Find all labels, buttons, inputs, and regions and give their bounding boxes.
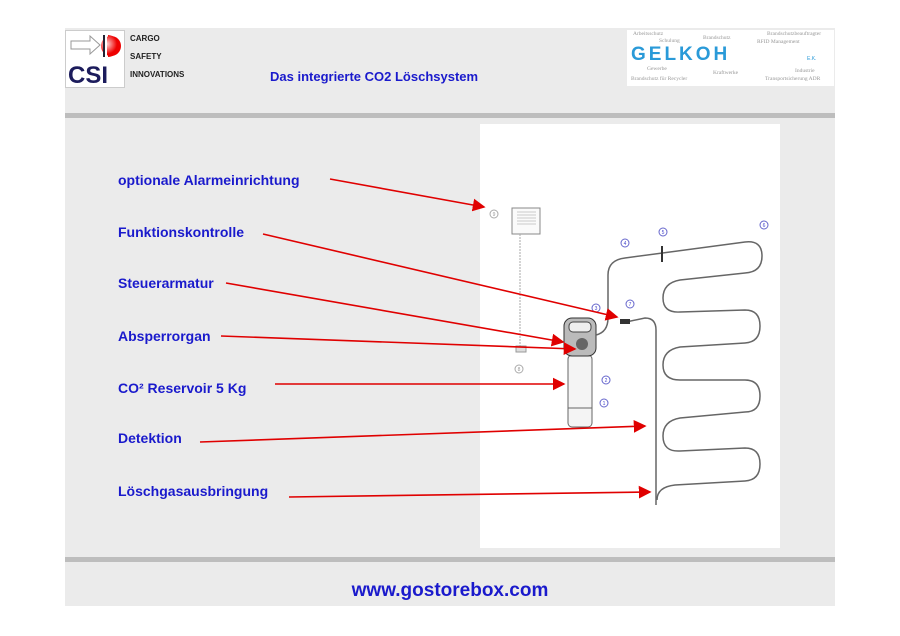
footer-band	[65, 562, 835, 606]
arrow-control-valve	[225, 282, 565, 347]
logo-line: SAFETY	[130, 52, 162, 61]
label-detection: Detektion	[118, 430, 182, 446]
svg-text:8: 8	[518, 367, 521, 373]
arrow-shutoff	[220, 335, 577, 355]
website-link[interactable]: www.gostorebox.com	[351, 580, 549, 601]
logo-line: CARGO	[130, 34, 160, 43]
arrow-alarm	[329, 178, 486, 212]
page-title: Das integrierte CO2 Löschsystem	[270, 69, 479, 84]
arrow-function-check	[262, 233, 619, 321]
label-shutoff: Absperrorgan	[118, 328, 211, 344]
svg-text:5: 5	[662, 230, 665, 236]
svg-text:2: 2	[605, 378, 608, 384]
svg-text:6: 6	[763, 223, 766, 229]
label-alarm: optionale Alarmeinrichtung	[118, 172, 300, 188]
svg-text:3: 3	[595, 306, 598, 312]
alarm-device-icon	[511, 207, 541, 353]
divider	[65, 557, 835, 562]
label-control-valve: Steuerarmatur	[118, 275, 214, 291]
label-gas-discharge: Löschgasausbringung	[118, 483, 269, 499]
svg-text:CSI: CSI	[68, 62, 108, 87]
arrow-gas-discharge	[288, 485, 652, 499]
svg-text:1: 1	[603, 401, 606, 407]
detection-tube	[595, 241, 763, 501]
svg-text:9: 9	[493, 212, 496, 218]
logo-line: INNOVATIONS	[130, 70, 185, 79]
label-co2-reservoir: CO² Reservoir 5 Kg	[118, 380, 247, 396]
divider	[65, 113, 835, 118]
co2-cylinder-icon	[563, 317, 597, 428]
csi-logo: CSI	[65, 30, 125, 89]
discharge-tube	[625, 317, 657, 505]
svg-text:7: 7	[629, 302, 632, 308]
svg-text:4: 4	[624, 241, 627, 247]
label-function-check: Funktionskontrolle	[118, 224, 244, 240]
gelkoh-logo: Arbeitsschutz Schulung Brandschutz Brand…	[627, 30, 834, 86]
arrow-detection	[199, 420, 647, 443]
